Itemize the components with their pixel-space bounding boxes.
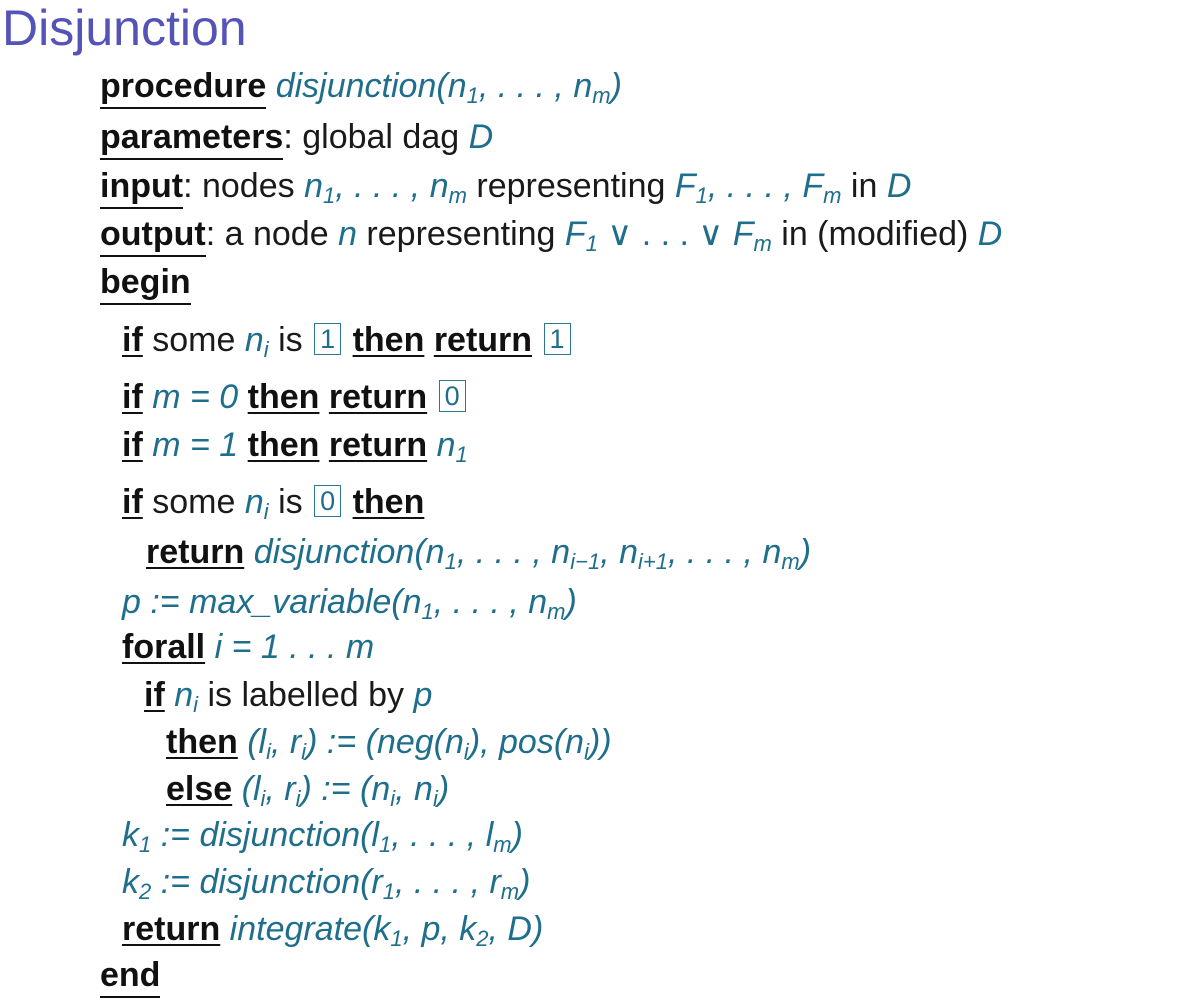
begin-keyword: begin — [100, 265, 191, 305]
code-line-if-some-one: if some ni is 1 then return 1 — [122, 320, 573, 363]
parameters-keyword: parameters — [100, 120, 284, 160]
output-node: n — [338, 215, 357, 253]
input-nodes: n1, . . . , nm — [304, 167, 467, 209]
code-line-forall: forall i = 1 . . . m — [122, 627, 374, 667]
terminal-one-box: 1 — [543, 323, 571, 355]
k2-assignment: k2 := disjunction(r1, . . . , rm) — [122, 863, 531, 905]
code-line-return-integrate: return integrate(k1, p, k2, D) — [122, 909, 544, 952]
forall-keyword: forall — [122, 628, 206, 666]
else-assignment: (li, ri) := (ni, ni) — [232, 770, 450, 812]
procedure-keyword: procedure — [100, 69, 267, 109]
p-assignment: p := max_variable(n1, . . . , nm) — [122, 583, 577, 625]
if-keyword: if — [122, 378, 143, 416]
input-keyword: input — [100, 169, 184, 209]
cond-m-zero: m = 0 — [142, 378, 248, 416]
page-title: Disjunction — [2, 0, 247, 56]
code-line-p-assign: p := max_variable(n1, . . . , nm) — [122, 582, 577, 625]
some-text: some — [142, 321, 245, 359]
if-keyword: if — [122, 426, 143, 464]
output-formula: F1 ∨ . . . ∨ Fm — [564, 215, 772, 257]
procedure-name: disjunction — [275, 67, 437, 105]
return-keyword: return — [122, 910, 221, 948]
else-keyword: else — [166, 770, 233, 808]
then-keyword: then — [352, 321, 425, 359]
var-ni: ni — [244, 483, 269, 525]
labelled-text: is labelled by — [198, 676, 414, 714]
input-text-1: : nodes — [183, 167, 305, 205]
var-p: p — [413, 676, 433, 714]
code-line-return-disjunction: return disjunction(n1, . . . , ni−1, ni+… — [146, 532, 812, 575]
code-line-if-m-zero: if m = 0 then return 0 — [122, 377, 468, 417]
output-text-1: : a node — [205, 215, 339, 253]
output-line: output: a node n representing F1 ∨ . . .… — [100, 214, 1003, 257]
forall-range: i = 1 . . . m — [205, 628, 375, 666]
terminal-one-box: 1 — [314, 323, 342, 355]
input-line: input: nodes n1, . . . , nm representing… — [100, 166, 912, 209]
some-text: some — [142, 483, 245, 521]
parameters-text: : global dag — [283, 118, 469, 156]
code-line-if-some-zero: if some ni is 0 then — [122, 482, 425, 525]
if-keyword: if — [122, 321, 143, 359]
code-line-else-assign: else (li, ri) := (ni, ni) — [166, 769, 450, 812]
procedure-sig: (n1, . . . , nm) — [436, 67, 622, 109]
terminal-zero-box: 0 — [314, 485, 342, 517]
then-keyword: then — [166, 723, 238, 761]
if-keyword: if — [144, 676, 165, 714]
then-assignment: (li, ri) := (neg(ni), pos(ni)) — [237, 723, 612, 765]
output-dag: D — [977, 215, 1003, 253]
return-keyword: return — [328, 378, 428, 416]
if-keyword: if — [122, 483, 143, 521]
then-keyword: then — [247, 378, 320, 416]
code-line-k1-assign: k1 := disjunction(l1, . . . , lm) — [122, 815, 523, 858]
code-line-k2-assign: k2 := disjunction(r1, . . . , rm) — [122, 862, 531, 905]
code-line-if-labelled: if ni is labelled by p — [144, 675, 433, 718]
cond-m-one: m = 1 — [142, 426, 248, 464]
return-keyword: return — [328, 426, 428, 464]
output-text-3: in (modified) — [771, 215, 978, 253]
return-keyword: return — [146, 533, 245, 571]
code-line-if-m-one: if m = 1 then return n1 — [122, 425, 468, 468]
output-text-2: representing — [356, 215, 565, 253]
begin-line: begin — [100, 262, 191, 305]
input-text-2: representing — [466, 167, 675, 205]
terminal-zero-box: 0 — [438, 380, 466, 412]
parameters-line: parameters: global dag D — [100, 117, 494, 160]
then-keyword: then — [352, 483, 425, 521]
input-dag: D — [886, 167, 912, 205]
is-text: is — [268, 483, 313, 521]
input-formulas: F1, . . . , Fm — [674, 167, 842, 209]
k1-assignment: k1 := disjunction(l1, . . . , lm) — [122, 816, 523, 858]
code-line-then-assign: then (li, ri) := (neg(ni), pos(ni)) — [166, 722, 612, 765]
recursive-call: disjunction(n1, . . . , ni−1, ni+1, . . … — [253, 533, 812, 575]
output-keyword: output — [100, 217, 206, 257]
end-line: end — [100, 955, 161, 998]
integrate-call: integrate(k1, p, k2, D) — [220, 910, 544, 952]
var-n1: n1 — [436, 426, 468, 468]
is-text: is — [268, 321, 313, 359]
var-ni: ni — [244, 321, 269, 363]
return-keyword: return — [433, 321, 533, 359]
then-keyword: then — [247, 426, 320, 464]
procedure-line: procedure disjunction(n1, . . . , nm) — [100, 66, 622, 109]
end-keyword: end — [100, 958, 161, 998]
input-text-3: in — [841, 167, 887, 205]
parameters-var: D — [468, 118, 494, 156]
var-ni: ni — [174, 676, 199, 718]
